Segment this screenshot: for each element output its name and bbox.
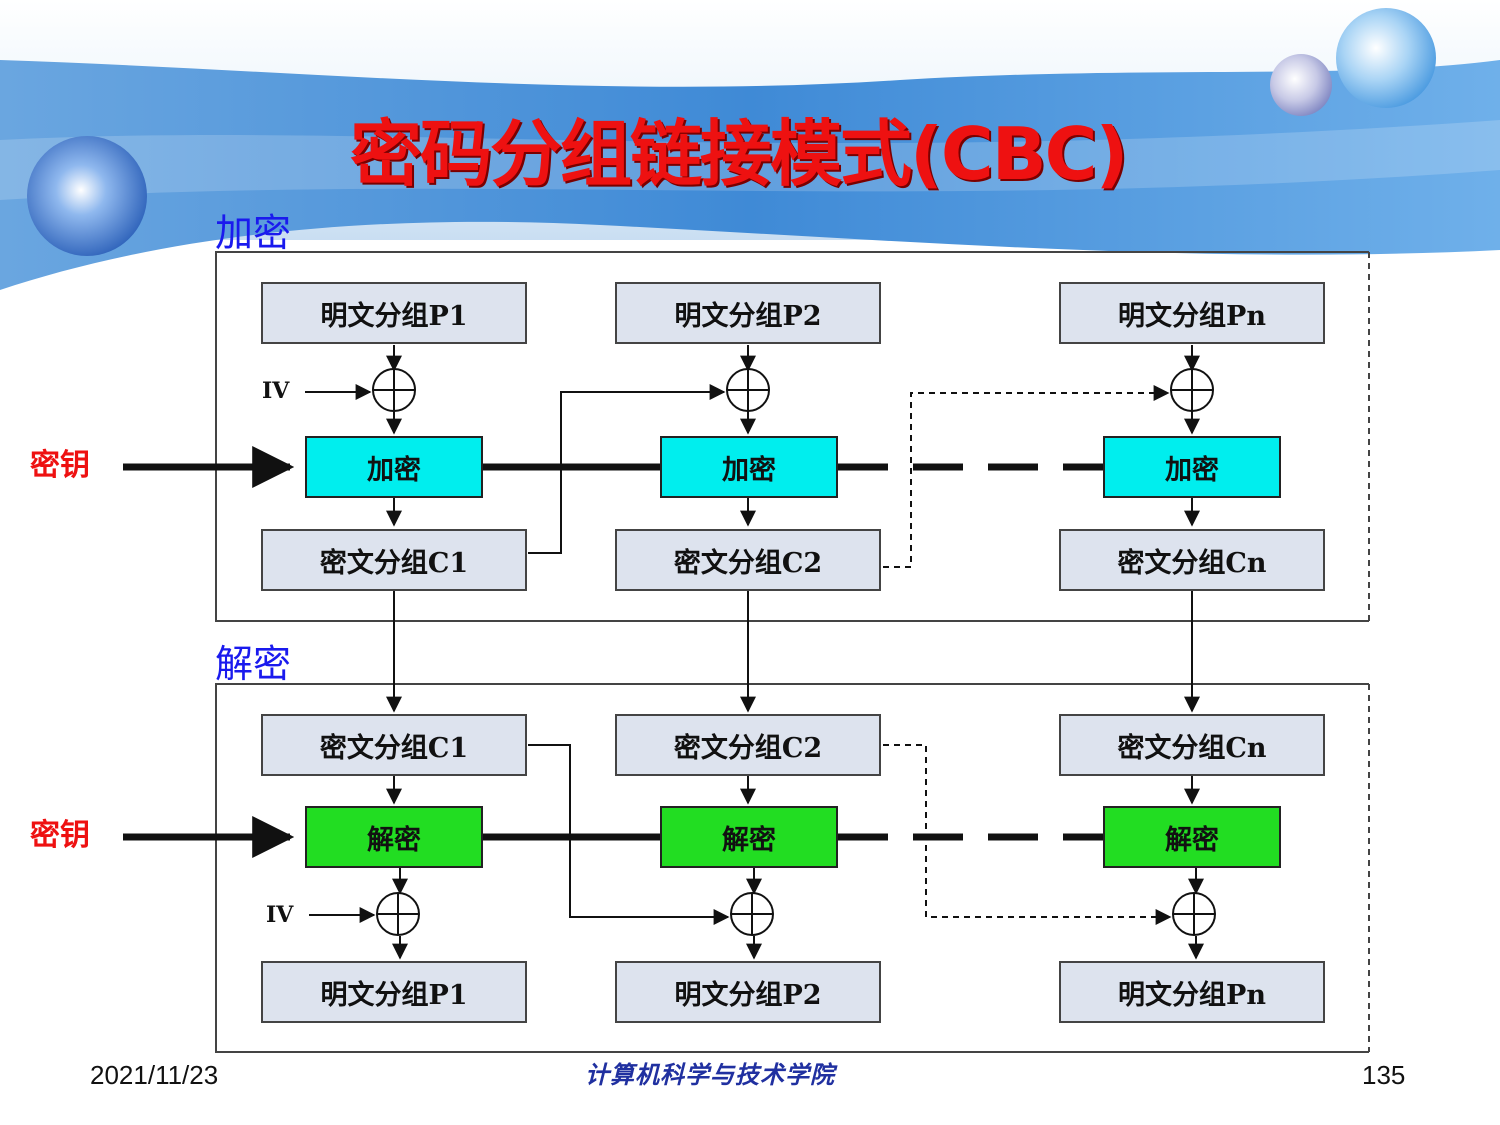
decrypt-flow-lines bbox=[309, 744, 1204, 960]
xor-icon bbox=[372, 368, 416, 412]
decrypt-plaintext-block-n: 明文分组Pn bbox=[1059, 961, 1325, 1023]
encrypt-iv-label: IV bbox=[262, 378, 290, 404]
decrypt-ciphertext-block-n: 密文分组Cn bbox=[1059, 714, 1325, 776]
xor-icon bbox=[1172, 892, 1216, 936]
decrypt-key-label: 密钥 bbox=[30, 818, 90, 853]
decrypt-ciphertext-block-1: 密文分组C1 bbox=[261, 714, 527, 776]
footer-school: 计算机科学与技术学院 bbox=[585, 1061, 835, 1089]
orb-icon bbox=[1336, 8, 1436, 108]
encrypt-op-box-n: 加密 bbox=[1103, 436, 1281, 498]
encrypt-key-label: 密钥 bbox=[30, 448, 90, 483]
xor-icon bbox=[726, 368, 770, 412]
encrypt-plaintext-block-2: 明文分组P2 bbox=[615, 282, 881, 344]
footer-date: 2021/11/23 bbox=[90, 1060, 219, 1090]
decrypt-iv-label: IV bbox=[266, 902, 294, 928]
encrypt-plaintext-block-1: 明文分组P1 bbox=[261, 282, 527, 344]
decrypt-ciphertext-block-2: 密文分组C2 bbox=[615, 714, 881, 776]
encrypt-op-box-2: 加密 bbox=[660, 436, 838, 498]
decrypt-section-label: 解密 bbox=[215, 642, 292, 686]
encrypt-frame bbox=[215, 251, 1370, 622]
orb-icon bbox=[1270, 54, 1332, 116]
encrypt-op-box-1: 加密 bbox=[305, 436, 483, 498]
xor-icon bbox=[730, 892, 774, 936]
xor-icon bbox=[1170, 368, 1214, 412]
decrypt-plaintext-block-2: 明文分组P2 bbox=[615, 961, 881, 1023]
encrypt-ciphertext-block-2: 密文分组C2 bbox=[615, 529, 881, 591]
xor-icon bbox=[376, 892, 420, 936]
decrypt-plaintext-block-1: 明文分组P1 bbox=[261, 961, 527, 1023]
decrypt-frame bbox=[215, 683, 1370, 1053]
encrypt-flow-lines bbox=[305, 345, 1200, 713]
decrypt-op-box-n: 解密 bbox=[1103, 806, 1281, 868]
encrypt-section-label: 加密 bbox=[215, 211, 292, 255]
slide-title: 密码分组链接模式(CBC) bbox=[350, 112, 1128, 196]
decrypt-op-box-1: 解密 bbox=[305, 806, 483, 868]
footer-page-number: 135 bbox=[1362, 1060, 1406, 1090]
orb-icon bbox=[27, 136, 147, 256]
encrypt-ciphertext-block-n: 密文分组Cn bbox=[1059, 529, 1325, 591]
encrypt-ciphertext-block-1: 密文分组C1 bbox=[261, 529, 527, 591]
encrypt-plaintext-block-n: 明文分组Pn bbox=[1059, 282, 1325, 344]
decrypt-op-box-2: 解密 bbox=[660, 806, 838, 868]
